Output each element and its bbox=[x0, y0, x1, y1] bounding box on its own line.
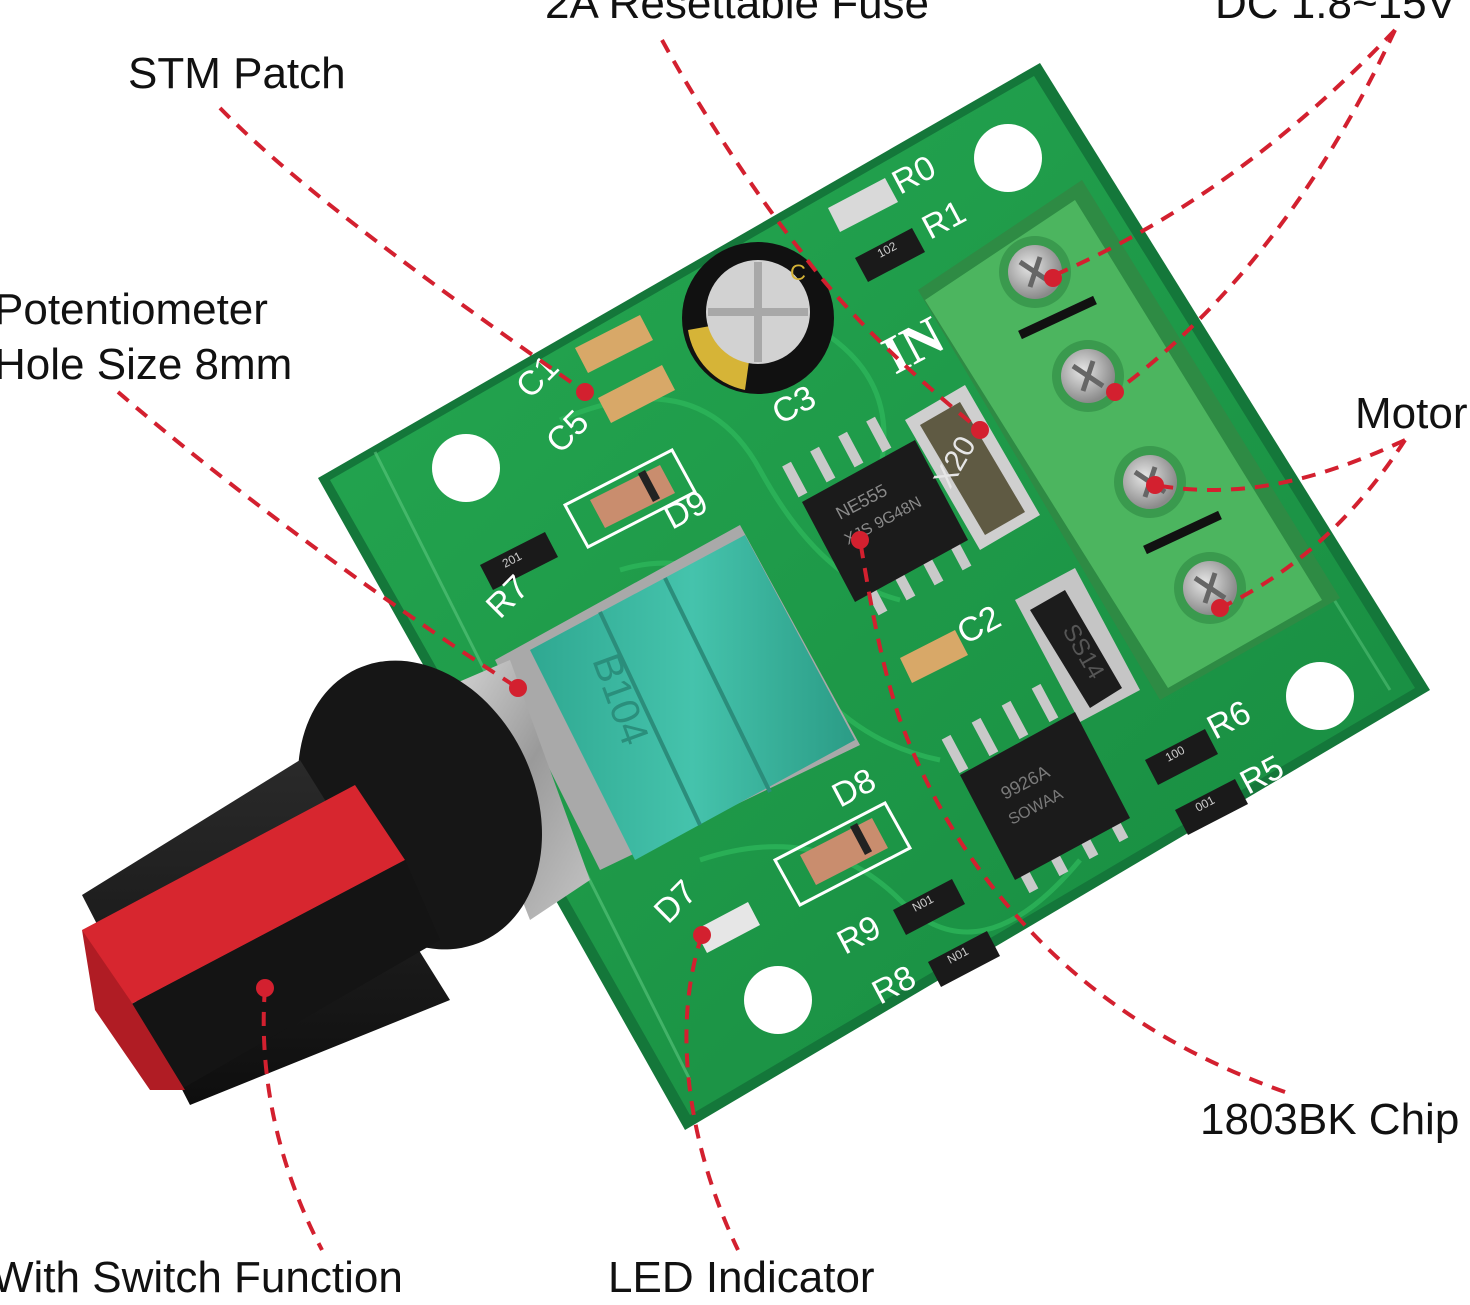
mounting-hole bbox=[432, 434, 500, 502]
dot-dc-1 bbox=[1044, 269, 1062, 287]
leader-motor-1 bbox=[1154, 438, 1406, 492]
callout-motor: Motor bbox=[1355, 389, 1468, 438]
callout-dc-voltage: DC 1.8~15V bbox=[1215, 0, 1456, 28]
leader-chip bbox=[858, 539, 1286, 1094]
dot-led bbox=[693, 926, 711, 944]
dot-fuse bbox=[971, 421, 989, 439]
callout-led-indicator: LED Indicator bbox=[608, 1253, 875, 1302]
dot-motor-1 bbox=[1146, 476, 1164, 494]
dot-switch bbox=[256, 979, 274, 997]
screw-terminal-block: IN bbox=[872, 180, 1340, 700]
callout-potentiometer-line1: Potentiometer bbox=[0, 285, 268, 334]
leader-dc-1 bbox=[1054, 28, 1397, 277]
terminal-screw bbox=[1052, 340, 1124, 412]
dot-chip bbox=[851, 531, 869, 549]
electrolytic-capacitor: C bbox=[682, 242, 834, 394]
callout-stm-patch: STM Patch bbox=[128, 49, 346, 98]
callout-fuse: 2A Resettable Fuse bbox=[545, 0, 930, 28]
mounting-hole bbox=[1286, 662, 1354, 730]
dot-pot bbox=[509, 679, 527, 697]
dot-dc-2 bbox=[1106, 383, 1124, 401]
leader-switch bbox=[261, 987, 324, 1251]
diode-d9 bbox=[562, 447, 698, 550]
leader-fuse bbox=[660, 39, 982, 432]
mounting-hole bbox=[744, 966, 812, 1034]
ss14-diode: SS14 bbox=[1015, 568, 1140, 722]
smd-components: 102 201 100 001 N01 N01 bbox=[480, 178, 1248, 987]
cap-marking: C bbox=[790, 260, 806, 285]
mounting-hole bbox=[974, 124, 1042, 192]
leader-led bbox=[684, 934, 740, 1251]
terminal-screw bbox=[1174, 552, 1246, 624]
resettable-fuse: X20 bbox=[905, 385, 1040, 550]
callout-chip: 1803BK Chip bbox=[1200, 1095, 1460, 1144]
diode-d8 bbox=[772, 800, 913, 908]
callout-dots bbox=[256, 269, 1229, 997]
ne555-ic: NE555 XJS 9G48N bbox=[782, 416, 972, 616]
potentiometer-knob bbox=[82, 660, 590, 1105]
callout-potentiometer-line2: Hole Size 8mm bbox=[0, 340, 293, 389]
leader-pot bbox=[116, 390, 520, 690]
dot-stm bbox=[576, 383, 594, 401]
leader-motor-2 bbox=[1219, 438, 1407, 610]
dot-motor-2 bbox=[1211, 599, 1229, 617]
callout-potentiometer: Potentiometer Hole Size 8mm bbox=[0, 282, 292, 392]
callout-leaders bbox=[116, 28, 1407, 1251]
mosfet-ic: 9926A SOWAA bbox=[941, 683, 1130, 894]
leader-stm bbox=[218, 106, 587, 394]
potentiometer: B104 bbox=[495, 525, 860, 870]
callout-switch-function: With Switch Function bbox=[0, 1253, 403, 1302]
